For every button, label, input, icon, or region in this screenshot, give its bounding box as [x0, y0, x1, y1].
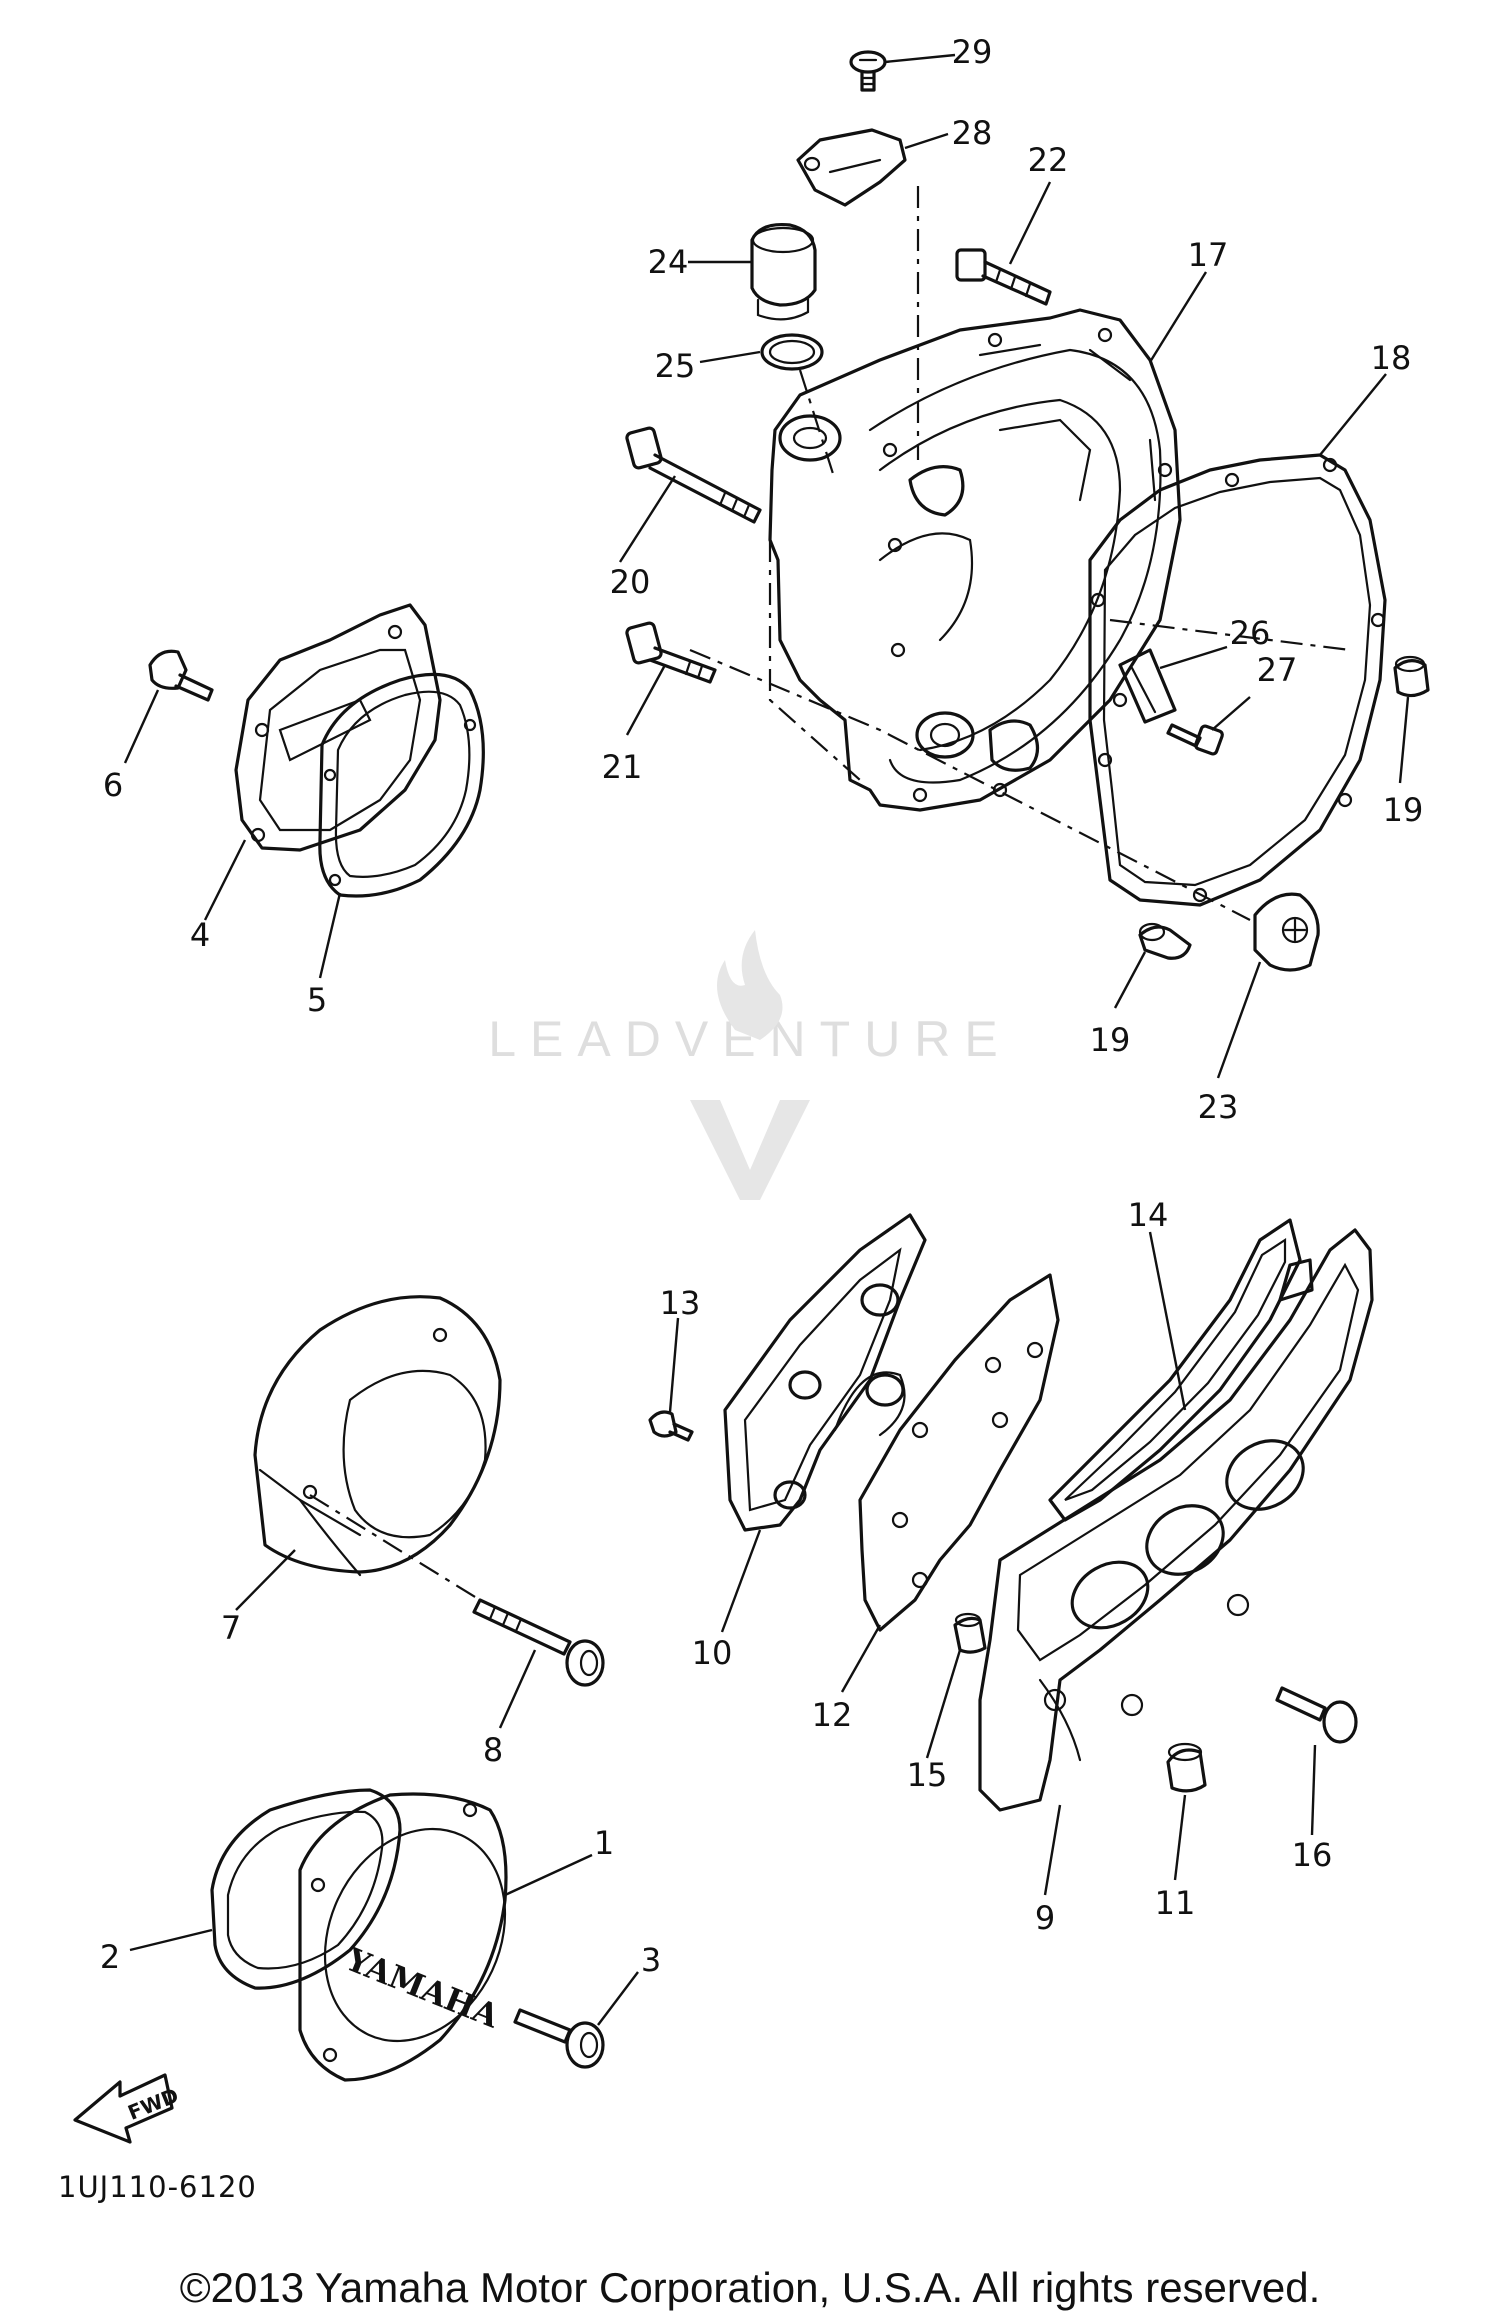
callout-9: 9 [1034, 1899, 1056, 1937]
copyright-notice: ©2013 Yamaha Motor Corporation, U.S.A. A… [179, 2264, 1321, 2311]
alignment-line [1109, 618, 1351, 652]
callout-3: 3 [640, 1941, 662, 1979]
part-15-dowel-pin [953, 1612, 987, 1654]
part-18-gasket [1088, 453, 1387, 907]
fwd-arrow-icon [73, 2073, 174, 2144]
alignment-line [768, 540, 861, 781]
part-8-bolt [472, 1598, 605, 1687]
part-19-dowel-pin-lower [1138, 922, 1192, 960]
callout-16: 16 [1291, 1836, 1333, 1874]
callout-15: 15 [906, 1756, 948, 1794]
part-13-screw [648, 1410, 694, 1442]
alignment-line [798, 369, 837, 481]
part-23-plug [1253, 892, 1320, 972]
callout-8: 8 [482, 1731, 504, 1769]
callout-18: 18 [1370, 339, 1412, 377]
callout-14: 14 [1127, 1196, 1169, 1234]
callout-13: 13 [659, 1284, 701, 1322]
part-29-screw [849, 50, 887, 92]
part-12-gasket [858, 1273, 1060, 1632]
callout-2: 2 [99, 1938, 121, 1976]
callout-5: 5 [306, 981, 328, 1019]
callout-12: 12 [811, 1696, 853, 1734]
callout-11: 11 [1154, 1884, 1196, 1922]
part-22-bolt [955, 248, 1052, 306]
alignment-line [309, 1494, 481, 1601]
callout-1: 1 [593, 1824, 615, 1862]
part-3-bolt [513, 2008, 605, 2069]
callout-29: 29 [951, 33, 993, 71]
part-21-bolt [625, 621, 717, 684]
callout-23: 23 [1197, 1088, 1239, 1126]
part-16-screw [1275, 1686, 1358, 1744]
callout-19-right: 19 [1382, 791, 1424, 829]
part-5-gasket [318, 672, 485, 898]
callout-10: 10 [691, 1634, 733, 1672]
callout-22: 22 [1027, 141, 1069, 179]
part-24-oil-filler-cap [750, 222, 817, 321]
alignment-line [689, 648, 1251, 921]
leader-lines [123, 53, 1410, 2026]
callout-6: 6 [102, 766, 124, 804]
callout-25: 25 [654, 347, 696, 385]
part-25-o-ring [760, 333, 824, 371]
callout-4: 4 [189, 916, 211, 954]
callout-28: 28 [951, 114, 993, 152]
part-27-screw [1166, 723, 1224, 756]
part-4-cover [234, 603, 442, 852]
part-10-plate [723, 1213, 927, 1532]
part-6-bolt [148, 649, 214, 702]
part-14-gasket [1048, 1218, 1302, 1522]
callout-19-lower: 19 [1089, 1021, 1131, 1059]
part-17-crankcase-cover [768, 308, 1182, 812]
callout-27: 27 [1256, 651, 1298, 689]
callout-24: 24 [647, 243, 689, 281]
part-1-cover [298, 1792, 508, 2082]
part-7-cover [253, 1295, 502, 1577]
part-19-dowel-pin-right [1393, 655, 1430, 698]
callout-26: 26 [1229, 614, 1271, 652]
part-9-cover [978, 1228, 1374, 1812]
callout-20: 20 [609, 563, 651, 601]
part-28-bracket [796, 128, 907, 207]
part-26-plate [1118, 648, 1177, 724]
callout-17: 17 [1187, 236, 1229, 274]
part-11-plug [1166, 1742, 1207, 1793]
diagram-code: 1UJ110-6120 [58, 2170, 257, 2204]
part-20-long-bolt [625, 426, 762, 524]
callout-21: 21 [601, 748, 643, 786]
callout-7: 7 [220, 1609, 242, 1647]
